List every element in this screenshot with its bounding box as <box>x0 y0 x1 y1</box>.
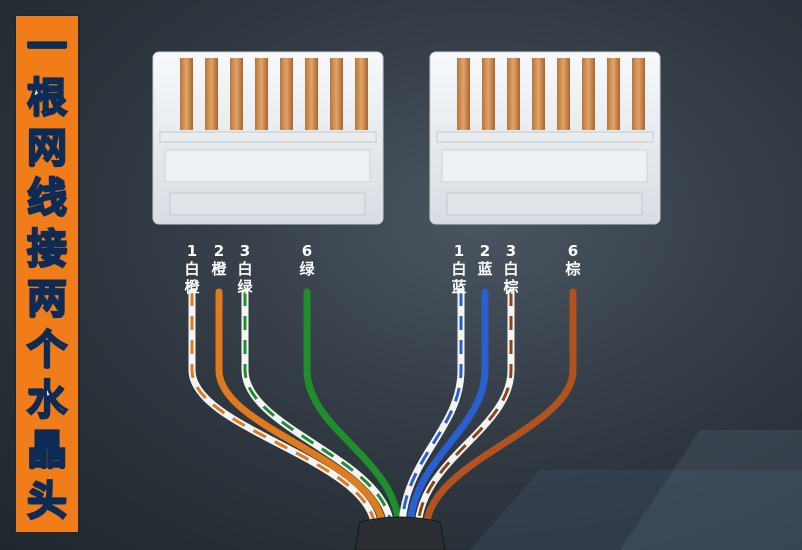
wire <box>422 288 577 534</box>
gold-contact <box>230 58 243 130</box>
cable-jacket <box>354 516 446 550</box>
pin-label-num: 6 <box>301 242 313 260</box>
pin-label-top: 白 <box>237 260 253 278</box>
pin-label-top: 橙 <box>211 260 227 278</box>
pin-label-bottom: 橙 <box>184 278 200 296</box>
gold-contact <box>355 58 368 130</box>
pin-label-bottom: 棕 <box>503 278 519 296</box>
pin-label-top: 绿 <box>299 260 315 278</box>
gold-contact <box>482 58 495 130</box>
gold-contact <box>457 58 470 130</box>
wire-stripe <box>400 292 463 531</box>
banner-char: 水 <box>26 376 68 423</box>
banner-char: 网 <box>26 124 68 171</box>
banner-char: 晶 <box>26 427 68 474</box>
wire <box>406 288 489 534</box>
banner-char: 线 <box>26 175 68 222</box>
wire <box>303 288 403 534</box>
gold-contact <box>305 58 318 130</box>
pin-label-num: 6 <box>567 242 579 260</box>
wire-stripe <box>190 292 377 531</box>
pin-label-top: 白 <box>184 260 200 278</box>
gold-contact <box>532 58 545 130</box>
pin-label-num: 1 <box>453 242 465 260</box>
pin-label-bottom <box>561 278 585 296</box>
background-streak <box>620 430 802 550</box>
pin-label-top: 棕 <box>565 260 581 278</box>
pin-label-bottom: 绿 <box>237 278 253 296</box>
pin-label-num: 3 <box>239 242 251 260</box>
pin-label-bottom: 蓝 <box>451 278 467 296</box>
pin-label-bottom <box>473 278 497 296</box>
wire-stripe <box>243 292 393 531</box>
pin-label-num: 3 <box>505 242 517 260</box>
banner-char: 个 <box>26 326 68 373</box>
gold-contact <box>180 58 193 130</box>
pin-label-bottom <box>295 278 319 296</box>
pin-label-num: 1 <box>186 242 198 260</box>
banner-char: 接 <box>26 225 68 272</box>
pin-label-bottom <box>207 278 231 296</box>
background-streak <box>470 470 802 550</box>
banner-char: 根 <box>26 74 68 121</box>
wire <box>215 288 387 534</box>
gold-contact <box>632 58 645 130</box>
left-rj45-connector <box>152 51 384 225</box>
pin-label-top: 蓝 <box>477 260 493 278</box>
banner-char: 两 <box>26 276 68 323</box>
banner-char: 头 <box>26 477 68 524</box>
gold-contact <box>330 58 343 130</box>
pin-label-top: 白 <box>503 260 519 278</box>
gold-contact <box>607 58 620 130</box>
pin-label-num: 2 <box>213 242 225 260</box>
pin-label-num: 2 <box>479 242 491 260</box>
gold-contact <box>582 58 595 130</box>
gold-contact <box>557 58 570 130</box>
title-banner: 一根网线接两个水晶头 <box>14 14 80 534</box>
gold-contact <box>507 58 520 130</box>
gold-contact <box>205 58 218 130</box>
gold-contact <box>255 58 268 130</box>
wire-stripe <box>416 292 513 531</box>
banner-char: 一 <box>26 24 68 71</box>
right-rj45-connector <box>429 51 661 225</box>
gold-contact <box>280 58 293 130</box>
pin-label-top: 白 <box>451 260 467 278</box>
